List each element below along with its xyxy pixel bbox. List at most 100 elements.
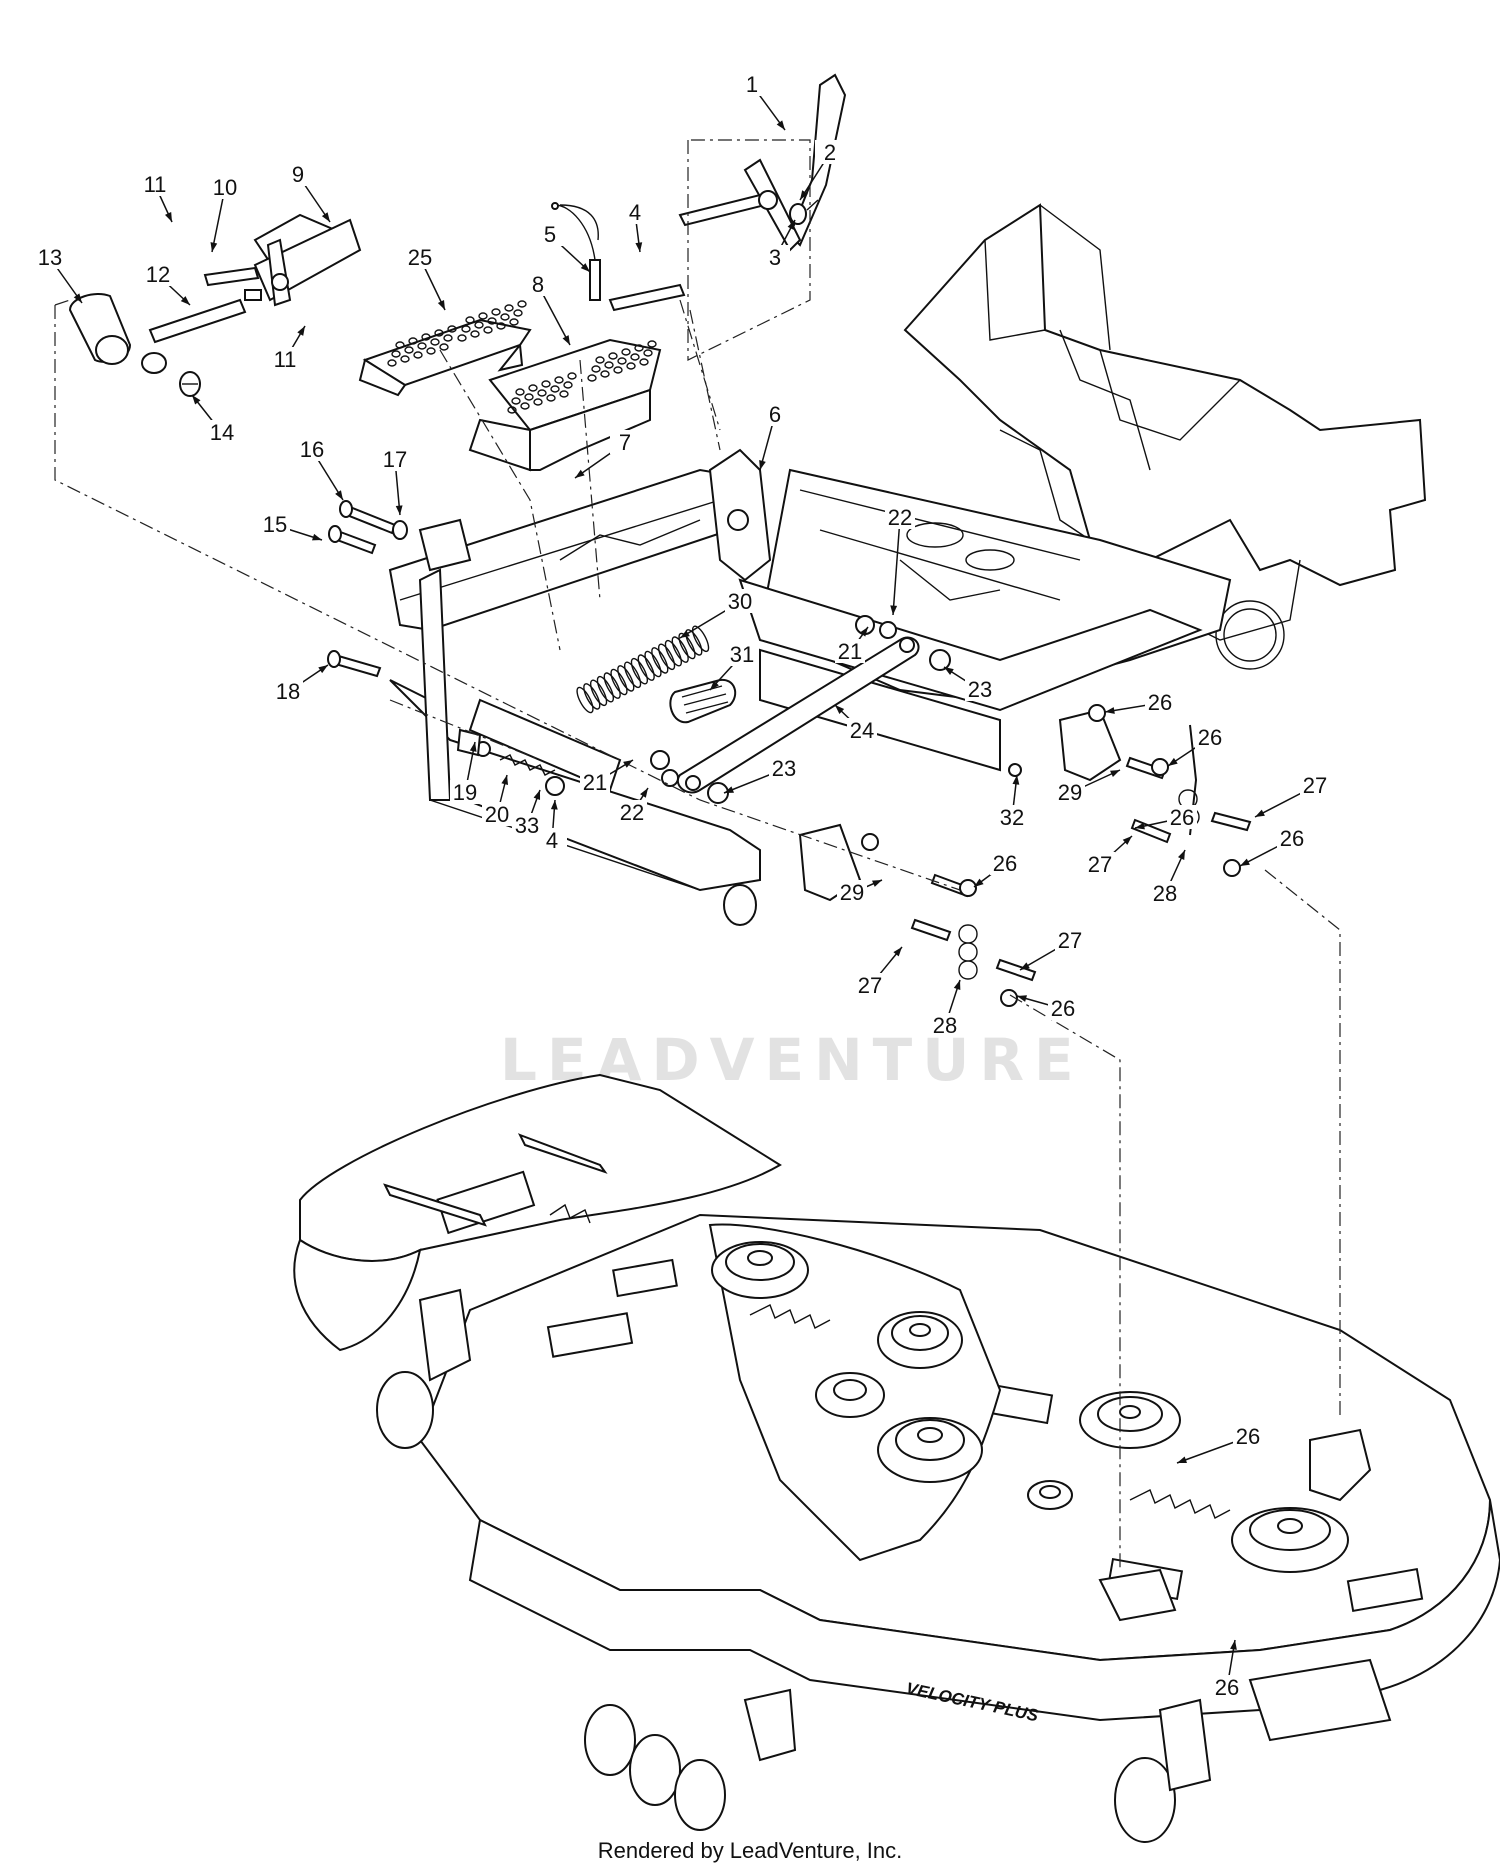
foot-plate-8 [468,338,662,472]
callout-label-26h[interactable]: 26 [993,851,1017,876]
callout-label-32[interactable]: 32 [1000,805,1024,830]
callout-label-14[interactable]: 14 [210,420,234,445]
callout-label-18[interactable]: 18 [276,679,300,704]
callout-label-22b[interactable]: 22 [620,800,644,825]
plate-hole [491,308,501,316]
callout-bg-28b [930,1013,960,1037]
plate-hole [496,322,506,330]
callout-label-12[interactable]: 12 [146,262,170,287]
callout-label-30[interactable]: 30 [728,589,752,614]
callout-bg-23a [965,677,995,701]
spring-coil [691,625,710,653]
callout-label-31[interactable]: 31 [730,642,754,667]
spring-coil [603,672,621,699]
plate-hole [613,366,623,374]
callout-arrow-25 [437,300,445,310]
callout-bg-19 [450,780,480,804]
callout-label-26e[interactable]: 26 [1236,1424,1260,1449]
spring-coil [589,679,608,707]
callout-label-26f[interactable]: 26 [1215,1675,1239,1700]
spring-coil [657,643,676,671]
plate-hole [600,370,610,378]
callout-label-20[interactable]: 20 [485,802,509,827]
plate-hole [643,349,653,357]
callout-arrow-16 [335,490,343,500]
callout-label-6[interactable]: 6 [769,402,781,427]
callout-label-27d[interactable]: 27 [858,973,882,998]
callout-label-5[interactable]: 5 [544,222,556,247]
callout-label-9[interactable]: 9 [292,162,304,187]
plate-hole [591,365,601,373]
callout-label-28a[interactable]: 28 [1153,881,1177,906]
callout-label-17[interactable]: 17 [383,447,407,472]
callout-label-11b[interactable]: 11 [274,347,297,372]
callout-label-33[interactable]: 33 [515,813,539,838]
callout-label-10[interactable]: 10 [213,175,237,200]
callout-label-2[interactable]: 2 [824,140,836,165]
callout-arrow-26h [974,878,984,887]
callout-label-27a[interactable]: 27 [1303,773,1327,798]
plate-hole [391,350,401,358]
callout-arrow-2 [800,190,808,200]
callout-label-28b[interactable]: 28 [933,1013,957,1038]
callout-label-15[interactable]: 15 [263,512,287,537]
callout-arrow-23b [724,786,734,793]
callout-label-27b[interactable]: 27 [1088,852,1112,877]
callout-label-26a[interactable]: 26 [1148,690,1172,715]
callout-arrow-20 [501,775,509,785]
callout-bg-26h [990,851,1020,875]
callout-bg-4a [620,200,650,224]
callout-label-23a[interactable]: 23 [968,677,992,702]
callout-label-21a[interactable]: 21 [838,639,862,664]
callout-arrow-29a [1110,770,1120,778]
callout-bg-17 [380,447,410,471]
callout-arrow-12 [180,296,190,305]
callout-arrow-27a [1255,809,1265,817]
callout-arrow-32 [1012,775,1020,785]
callout-bg-3 [760,245,790,269]
callout-arrow-4b [550,800,558,810]
plate-hole [537,389,547,397]
plate-hole [511,397,521,405]
callout-label-4a[interactable]: 4 [629,200,641,225]
callout-label-26c[interactable]: 26 [1170,805,1194,830]
callout-label-25[interactable]: 25 [408,245,432,270]
plate-hole [509,318,519,326]
callout-label-27c[interactable]: 27 [1058,928,1082,953]
callout-label-13[interactable]: 13 [38,245,62,270]
callout-label-4b[interactable]: 4 [546,828,558,853]
callout-arrow-30 [680,630,690,638]
plate-hole [604,361,614,369]
callout-arrow-27c [1020,962,1030,970]
callout-label-7[interactable]: 7 [619,430,631,455]
callout-arrow-28a [1177,850,1185,860]
callout-label-26d[interactable]: 26 [1280,826,1304,851]
callout-arrow-28b [953,980,961,990]
callout-label-16[interactable]: 16 [300,437,324,462]
callout-label-29a[interactable]: 29 [1058,780,1082,805]
callout-label-26g[interactable]: 26 [1051,996,1075,1021]
callout-label-23b[interactable]: 23 [772,756,796,781]
callout-bg-8 [523,272,553,296]
plate-hole [478,312,488,320]
plate-hole [517,300,527,308]
plate-hole [487,317,497,325]
callout-label-22a[interactable]: 22 [888,505,912,530]
callout-label-19[interactable]: 19 [453,780,477,805]
callout-arrow-7 [575,469,585,478]
callout-label-1[interactable]: 1 [746,72,758,97]
callout-label-21b[interactable]: 21 [583,770,607,795]
callout-label-29b[interactable]: 29 [840,880,864,905]
plate-hole [567,372,577,380]
plate-hole [439,343,449,351]
callout-arrow-14 [192,395,201,405]
callout-label-8[interactable]: 8 [532,272,544,297]
callout-bg-26f [1212,1675,1242,1699]
callout-bg-25 [405,245,435,269]
callout-label-26b[interactable]: 26 [1198,725,1222,750]
callout-label-11a[interactable]: 11 [144,172,167,197]
callout-label-3[interactable]: 3 [769,245,781,270]
callout-arrow-15 [312,533,322,541]
callout-label-24[interactable]: 24 [850,718,874,743]
